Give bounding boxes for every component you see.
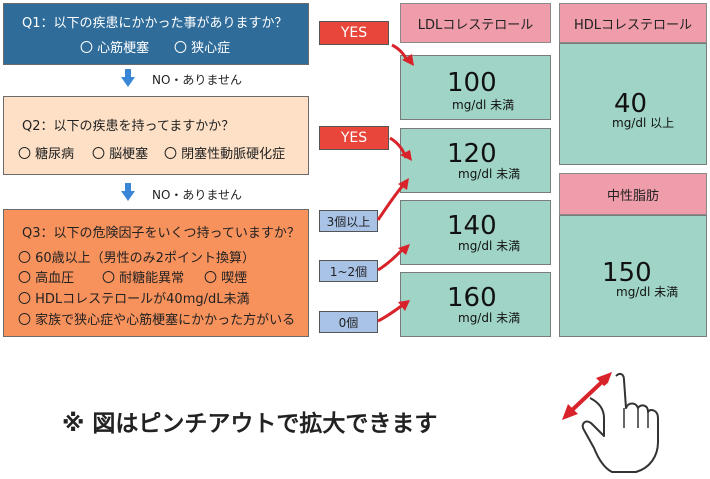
q3-factor-low-hdl: 〇 HDLコレステロールが40mg/dL未満 xyxy=(18,292,250,307)
q3-factor-smoking: 〇 喫煙 xyxy=(204,271,248,286)
ldl-header: LDLコレステロール xyxy=(400,3,551,43)
triglyceride-target: 150 mg/dl 未満 xyxy=(559,215,707,337)
question-3-title: Q3：以下の危険因子をいくつ持っていますか？ xyxy=(22,226,300,241)
triglyceride-unit: mg/dl 未満 xyxy=(616,285,679,299)
ldl-target-120: 120 mg/dl 未満 xyxy=(400,128,551,193)
count-tag-3-plus: 3個以上 xyxy=(319,210,378,232)
ldl-number-120: 120 xyxy=(447,139,497,169)
question-3-box: Q3：以下の危険因子をいくつ持っていますか？ 〇 60歳以上（男性のみ2ポイント… xyxy=(3,209,309,337)
question-2-box: Q2：以下の疾患を持ってますかか？ 〇 糖尿病 〇 脳梗塞 〇 閉塞性動脈硬化症 xyxy=(3,96,309,175)
ldl-unit-160: mg/dl 未満 xyxy=(458,311,521,325)
yes-tag-q1: YES xyxy=(319,21,389,45)
q1-option-angina: 〇 狭心症 xyxy=(174,41,231,56)
yes-tag-q2: YES xyxy=(319,126,389,150)
connector-no-1: NO・ありません xyxy=(152,73,243,87)
ldl-target-160: 160 mg/dl 未満 xyxy=(400,272,551,337)
hdl-unit: mg/dl 以上 xyxy=(612,116,675,130)
down-arrow-icon xyxy=(121,69,135,87)
triglyceride-number: 150 xyxy=(602,258,652,288)
q1-option-myocardial-infarction: 〇 心筋梗塞 xyxy=(80,41,150,56)
red-arrow-icon xyxy=(391,43,414,66)
triglyceride-header: 中性脂肪 xyxy=(559,173,707,215)
q3-factor-hypertension: 〇 高血圧 xyxy=(18,271,75,286)
resize-arrow-icon xyxy=(562,372,612,420)
connector-no-2: NO・ありません xyxy=(152,188,243,202)
ldl-unit-140: mg/dl 未満 xyxy=(458,239,521,253)
red-arrow-icon xyxy=(389,136,412,161)
pinch-out-note: ※ 図はピンチアウトで拡大できます xyxy=(62,411,438,437)
question-1-box: Q1：以下の疾患にかかった事がありますか？ 〇 心筋梗塞 〇 狭心症 xyxy=(3,3,309,65)
red-arrow-icon xyxy=(376,178,409,221)
question-1-title: Q1：以下の疾患にかかった事がありますか？ xyxy=(22,16,288,31)
red-arrow-icon xyxy=(377,244,410,272)
ldl-number-160: 160 xyxy=(447,283,497,313)
hdl-header: HDLコレステロール xyxy=(559,3,707,43)
count-tag-1-2: 1~2個 xyxy=(319,260,378,282)
ldl-number-140: 140 xyxy=(447,211,497,241)
q2-option-diabetes: 〇 糖尿病 xyxy=(18,147,75,162)
q2-option-arteriosclerosis: 〇 閉塞性動脈硬化症 xyxy=(164,147,286,162)
hdl-target: 40 mg/dl 以上 xyxy=(559,43,707,165)
ldl-number-100: 100 xyxy=(447,68,497,98)
q2-option-cerebral-infarction: 〇 脳梗塞 xyxy=(92,147,149,162)
question-2-title: Q2：以下の疾患を持ってますかか？ xyxy=(22,119,235,134)
q3-factor-glucose-intolerance: 〇 耐糖能異常 xyxy=(102,271,185,286)
down-arrow-icon xyxy=(121,183,135,201)
pinch-hand-icon xyxy=(562,372,659,473)
red-arrow-icon xyxy=(377,300,410,323)
q3-factor-age: 〇 60歳以上（男性のみ2ポイント換算） xyxy=(18,251,255,266)
count-tag-0: 0個 xyxy=(319,311,378,333)
hdl-number: 40 xyxy=(614,89,648,119)
ldl-target-100: 100 mg/dl 未満 xyxy=(400,55,551,120)
ldl-unit-100: mg/dl 未満 xyxy=(452,98,515,112)
ldl-unit-120: mg/dl 未満 xyxy=(458,167,521,181)
ldl-target-140: 140 mg/dl 未満 xyxy=(400,200,551,265)
q3-factor-family-history: 〇 家族で狭心症や心筋梗塞にかかった方がいる xyxy=(18,313,296,328)
